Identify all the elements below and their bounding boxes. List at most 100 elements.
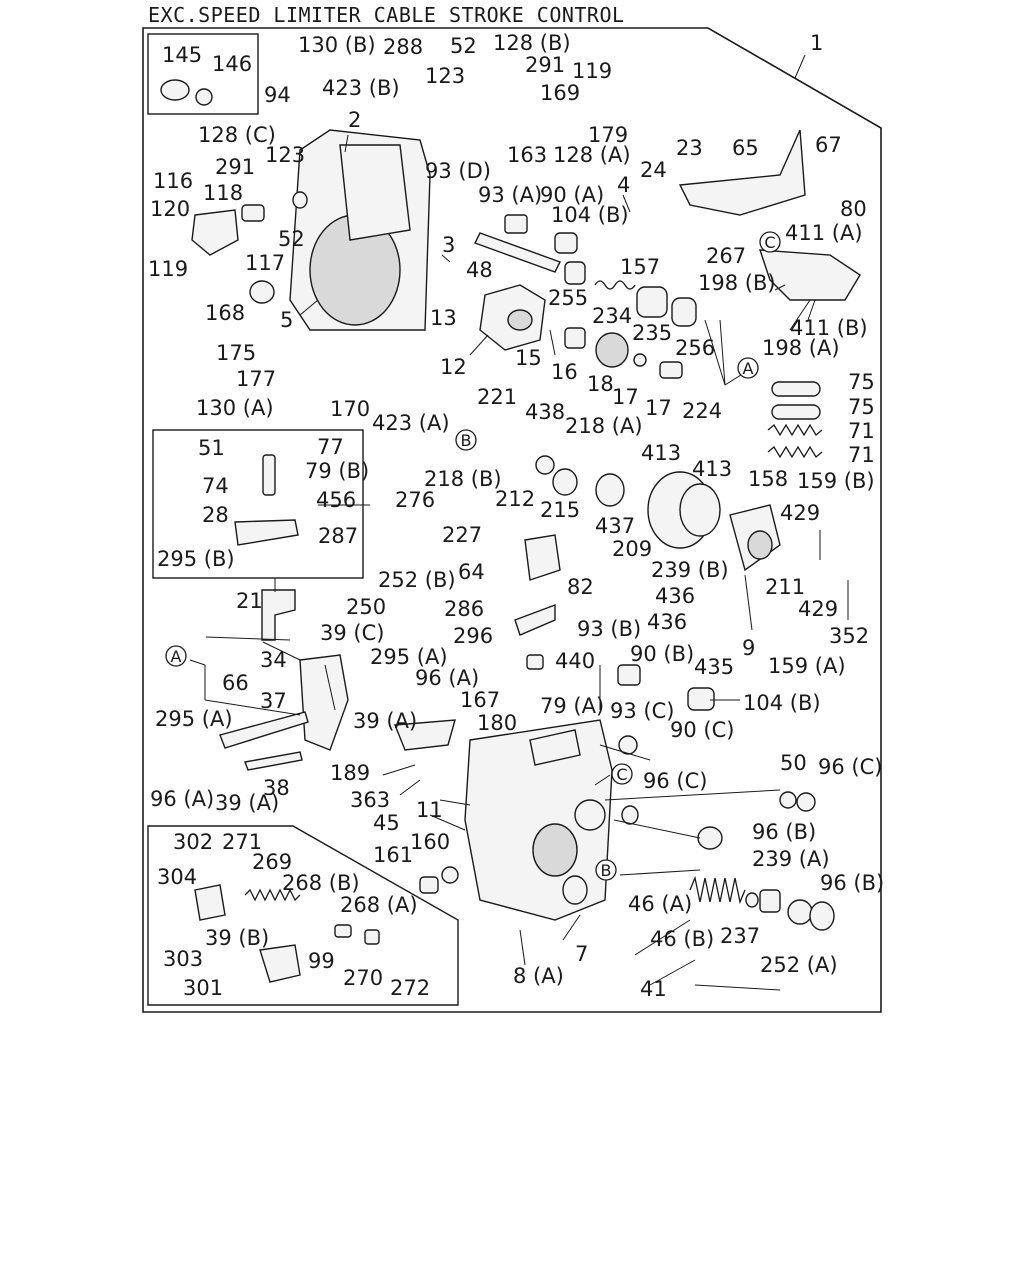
- callout-198a: 198 (A): [762, 336, 840, 360]
- callout-198b: 198 (B): [698, 271, 776, 295]
- callout-119b: 119: [572, 59, 612, 83]
- callout-11: 11: [416, 798, 443, 822]
- callout-234: 234: [592, 304, 632, 328]
- callout-46a: 46 (A): [628, 892, 692, 916]
- callout-221: 221: [477, 385, 517, 409]
- callout-363: 363: [350, 788, 390, 812]
- callout-211: 211: [765, 575, 805, 599]
- callout-209: 209: [612, 537, 652, 561]
- callout-250: 250: [346, 595, 386, 619]
- callout-158: 158: [748, 467, 788, 491]
- callout-218b: 218 (B): [424, 467, 502, 491]
- callout-90b: 90 (B): [630, 642, 694, 666]
- svg-text:C: C: [616, 765, 627, 784]
- callout-295a: 295 (A): [370, 645, 448, 669]
- callout-104b: 104 (B): [551, 203, 629, 227]
- callout-52a: 52: [450, 34, 477, 58]
- callout-130b: 130 (B): [298, 33, 376, 57]
- callout-9: 9: [742, 636, 755, 660]
- callout-90c: 90 (C): [670, 718, 734, 742]
- callout-161: 161: [373, 843, 413, 867]
- ref-marker-a-upper: A: [737, 357, 759, 379]
- callout-123b: 123: [265, 143, 305, 167]
- callout-287: 287: [318, 524, 358, 548]
- callout-39b: 39 (B): [205, 926, 269, 950]
- svg-text:C: C: [764, 233, 775, 252]
- callout-267: 267: [706, 244, 746, 268]
- callout-252b: 252 (B): [378, 568, 456, 592]
- callout-50: 50: [780, 751, 807, 775]
- callout-413a: 413: [641, 441, 681, 465]
- callout-18: 18: [587, 372, 614, 396]
- callout-1: 1: [810, 31, 823, 55]
- callout-163: 163: [507, 143, 547, 167]
- callout-80: 80: [840, 197, 867, 221]
- callout-82: 82: [567, 575, 594, 599]
- callout-276: 276: [395, 488, 435, 512]
- callout-93b: 93 (B): [577, 617, 641, 641]
- callout-436a: 436: [655, 584, 695, 608]
- callout-146: 146: [212, 52, 252, 76]
- callout-437: 437: [595, 514, 635, 538]
- callout-130a: 130 (A): [196, 396, 274, 420]
- callout-268a: 268 (A): [340, 893, 418, 917]
- callout-291b: 291: [215, 155, 255, 179]
- callout-438: 438: [525, 400, 565, 424]
- callout-75b: 75: [848, 395, 875, 419]
- callout-48: 48: [466, 258, 493, 282]
- callout-157: 157: [620, 255, 660, 279]
- callout-17b: 17: [645, 396, 672, 420]
- callout-301: 301: [183, 976, 223, 1000]
- callout-23: 23: [676, 136, 703, 160]
- callout-128c: 128 (C): [198, 123, 276, 147]
- callout-79b: 79 (B): [305, 459, 369, 483]
- callout-295a-2: 295 (A): [155, 707, 233, 731]
- callout-271: 271: [222, 830, 262, 854]
- callout-7: 7: [575, 942, 588, 966]
- callout-74: 74: [202, 474, 229, 498]
- callout-180: 180: [477, 711, 517, 735]
- callout-169: 169: [540, 81, 580, 105]
- callout-288: 288: [383, 35, 423, 59]
- callout-4: 4: [617, 173, 630, 197]
- callout-38: 38: [263, 776, 290, 800]
- callout-411b: 411 (B): [790, 316, 868, 340]
- main-frame: [142, 27, 882, 1013]
- callout-71b: 71: [848, 443, 875, 467]
- callout-272: 272: [390, 976, 430, 1000]
- callout-16: 16: [551, 360, 578, 384]
- callout-256: 256: [675, 336, 715, 360]
- callout-120: 120: [150, 197, 190, 221]
- callout-440: 440: [555, 649, 595, 673]
- callout-411a: 411 (A): [785, 221, 863, 245]
- callout-429b: 429: [798, 597, 838, 621]
- callout-65: 65: [732, 136, 759, 160]
- callout-423b: 423 (B): [322, 76, 400, 100]
- part-callouts: 1 2 3 4 5 7 8 (A) 9 11 12 13 15 16 17 17…: [148, 31, 884, 1001]
- callout-118: 118: [203, 181, 243, 205]
- callout-167: 167: [460, 688, 500, 712]
- callout-224: 224: [682, 399, 722, 423]
- callout-96a-2: 96 (A): [150, 787, 214, 811]
- callout-239b: 239 (B): [651, 558, 729, 582]
- callout-75a: 75: [848, 370, 875, 394]
- callout-94: 94: [264, 83, 291, 107]
- callout-3: 3: [442, 233, 455, 257]
- callout-93c: 93 (C): [610, 699, 674, 723]
- diagram-title: EXC.SPEED LIMITER CABLE STROKE CONTROL: [148, 3, 625, 27]
- callout-21: 21: [236, 589, 263, 613]
- callout-237: 237: [720, 924, 760, 948]
- callout-79a: 79 (A): [540, 694, 604, 718]
- svg-text:B: B: [461, 431, 472, 450]
- callout-12: 12: [440, 355, 467, 379]
- ref-marker-a-lower: A: [165, 645, 187, 667]
- callout-296: 296: [453, 624, 493, 648]
- callout-39a: 39 (A): [353, 709, 417, 733]
- inset-276-group: [152, 429, 364, 579]
- callout-145: 145: [162, 43, 202, 67]
- callout-104b-2: 104 (B): [743, 691, 821, 715]
- callout-436b: 436: [647, 610, 687, 634]
- callout-159b: 159 (B): [797, 469, 875, 493]
- svg-text:A: A: [171, 647, 182, 666]
